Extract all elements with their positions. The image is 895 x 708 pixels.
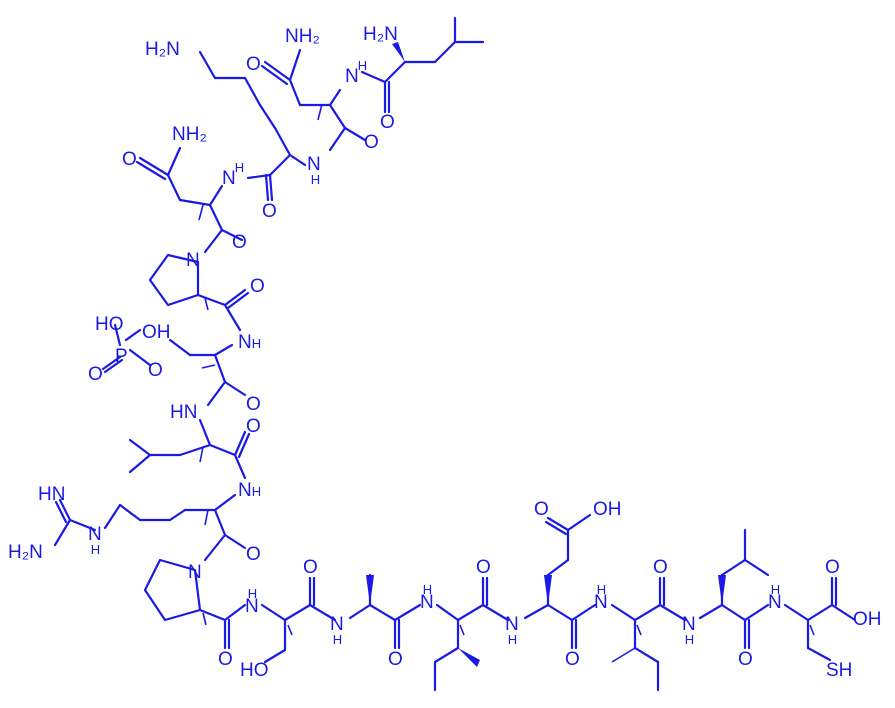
asparagine-2 xyxy=(135,146,244,254)
asn1-amide-o: O xyxy=(246,54,261,75)
arg-amine-label: H₂N xyxy=(8,542,43,563)
leu3-carbonyl-o: O xyxy=(738,649,753,670)
lys-nh-label: NH xyxy=(222,160,244,189)
asn2-carbonyl-o: O xyxy=(232,232,247,253)
pro2-n-label: N xyxy=(188,562,202,583)
proline-1 xyxy=(148,253,250,332)
ser-hydroxyl-label: HO xyxy=(240,660,269,681)
leu1-nh-label: NH xyxy=(345,58,367,87)
phosphate-ester-o: O xyxy=(148,360,163,381)
phosphate-double-o: O xyxy=(88,364,103,385)
lys-carbonyl-o: O xyxy=(262,201,277,222)
cysteine xyxy=(783,576,857,662)
isoleucine-2 xyxy=(610,576,687,692)
arg-imine-label: HN xyxy=(38,484,65,505)
leucine-1 xyxy=(360,16,485,114)
asn1-carbonyl-o: O xyxy=(364,132,379,153)
leu1-carbonyl-o: O xyxy=(380,112,395,133)
leu3-nh-label: NH xyxy=(768,582,782,613)
cys-acid-o: O xyxy=(825,557,840,578)
pro1-carbonyl-o: O xyxy=(250,276,265,297)
glutamate xyxy=(523,513,597,650)
glu-acid-oh: OH xyxy=(593,499,622,520)
pro2-carbonyl-o: O xyxy=(218,649,233,670)
ser-carbonyl-o: O xyxy=(303,557,318,578)
leucine-2 xyxy=(128,418,251,480)
phosphate-oh-2: OH xyxy=(142,322,171,343)
arginine xyxy=(53,493,247,562)
lys-amine-label: H₂N xyxy=(145,39,180,60)
pro2-nh-label: NH xyxy=(245,586,259,617)
pro1-n-label: N xyxy=(186,250,200,271)
pro1-nh-label: NH xyxy=(238,332,261,353)
pser-hn-label: HN xyxy=(170,402,197,423)
isoleucine-1 xyxy=(433,576,510,692)
cys-acid-oh: OH xyxy=(853,609,882,630)
leu2-nh-label: NH xyxy=(238,480,261,501)
pser-carbonyl-o: O xyxy=(246,394,261,415)
asn2-amide-label: NH₂ xyxy=(172,124,207,145)
proline-2 xyxy=(143,558,247,650)
glu-acid-o: O xyxy=(534,499,549,520)
alanine xyxy=(348,573,422,650)
asn1-amide-label: NH₂ xyxy=(285,26,320,47)
asn2-amide-o: O xyxy=(122,149,137,170)
asparagine-1 xyxy=(260,48,367,152)
phosphate-ho-1: HO xyxy=(95,314,124,335)
ile2-carbonyl-o: O xyxy=(653,557,668,578)
leu2-carbonyl-o: O xyxy=(246,416,261,437)
glu-carbonyl-o: O xyxy=(565,649,580,670)
serine xyxy=(260,576,337,664)
leu1-amine-label: H₂N xyxy=(363,24,398,45)
phosphoserine xyxy=(101,323,247,407)
arg-carbonyl-o: O xyxy=(246,544,261,565)
phosphorus-label: P xyxy=(115,346,128,367)
ala-nh-label: NH xyxy=(420,582,434,613)
lysine xyxy=(198,50,307,202)
glu-nh-label: NH xyxy=(594,582,608,613)
ala-carbonyl-o: O xyxy=(388,649,403,670)
cys-thiol-label: SH xyxy=(826,660,852,681)
ile1-carbonyl-o: O xyxy=(476,557,491,578)
leucine-3 xyxy=(698,528,770,650)
